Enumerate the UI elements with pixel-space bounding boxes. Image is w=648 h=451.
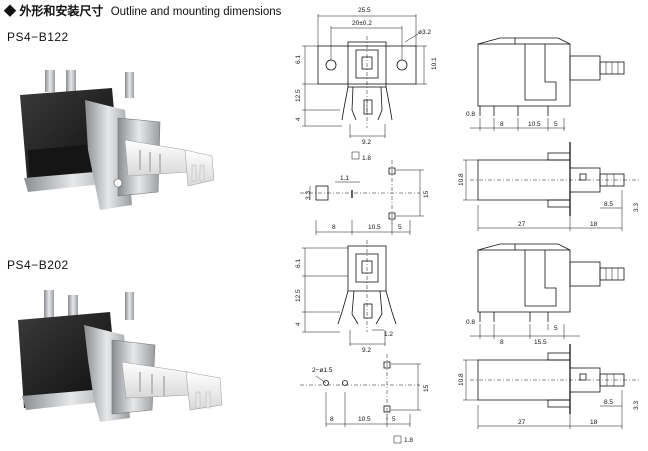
side-view-1: 0.8 8 10.5 5 [466, 37, 625, 131]
top2-dim-b: 3.3 [633, 401, 640, 410]
side2-dim-a: 0.8 [466, 319, 475, 326]
side1-dim-a: 0.8 [466, 111, 475, 118]
dim-hole-dia: ø3.2 [418, 29, 431, 36]
pcb1-dim-sq: 1.8 [362, 155, 371, 162]
dim-bottom: 9.2 [362, 139, 371, 146]
front-view-2: 6.1 12.5 4 1.2 9.2 [295, 240, 397, 354]
pcb1-dim-b: 8 [332, 224, 336, 231]
front2-dim-h2: 12.5 [295, 289, 302, 302]
pcb2-dim-b: 8 [330, 416, 334, 423]
pcb1-dim-d: 5 [398, 224, 402, 231]
front2-dim-h1: 6.1 [295, 259, 302, 268]
diamond-icon: ◆ [4, 4, 17, 18]
side1-dim-c: 10.5 [528, 121, 541, 128]
dim-h4: 4 [295, 117, 302, 121]
dim-hole-pitch: 20±0.2 [352, 20, 372, 27]
pcb2-dim-h: 15 [423, 384, 430, 392]
top1-dim-b: 3.3 [633, 203, 640, 212]
side2-dim-c: 15.5 [534, 339, 547, 346]
switch-photo-1 [20, 70, 215, 210]
dim-h3: 12.5 [295, 89, 302, 102]
pcb-layout-1: 1.8 1.1 3.3 15 8 10.5 5 [300, 151, 430, 235]
front2-dim-h3: 4 [295, 322, 302, 326]
top2-dim-l2: 18 [590, 419, 598, 426]
pcb1-dim-h: 15 [423, 190, 430, 198]
front-view-1: 25.5 20±0.2 ø3.2 6.1 10.1 12.5 4 9.2 [295, 7, 438, 146]
front2-dim-bottom: 9.2 [362, 347, 371, 354]
side-view-2: 0.8 8 15.5 5 [466, 243, 625, 346]
title-chinese: 外形和安装尺寸 [19, 4, 104, 18]
top2-dim-a: 8.5 [604, 399, 613, 406]
top-view-1: 10.8 8.5 3.3 27 18 [458, 142, 640, 231]
top1-dim-l1: 27 [518, 221, 526, 228]
side2-dim-b: 8 [500, 339, 504, 346]
pcb2-dim-c: 10.5 [358, 416, 371, 423]
side1-dim-d: 5 [554, 121, 558, 128]
top1-dim-a: 8.5 [604, 201, 613, 208]
pcb1-dim-v: 3.3 [305, 191, 312, 200]
switch-photo-2 [18, 290, 223, 422]
pcb2-dim-hole: 2−ø1.5 [312, 367, 333, 374]
top1-dim-l2: 18 [590, 221, 598, 228]
pcb1-dim-a: 1.1 [340, 175, 349, 182]
section-header: ◆ 外形和安装尺寸 Outline and mounting dimension… [4, 2, 281, 19]
top2-dim-h: 10.8 [458, 373, 465, 386]
top1-dim-h: 10.8 [458, 173, 465, 186]
top-view-2: 10.8 8.5 3.3 27 18 [458, 344, 640, 429]
pcb1-dim-c: 10.5 [368, 224, 381, 231]
side1-dim-b: 8 [500, 121, 504, 128]
front2-dim-a: 1.2 [384, 331, 393, 338]
pcb2-dim-sq: 1.8 [404, 437, 413, 444]
model-label-2: PS4−B202 [7, 258, 69, 272]
title-english: Outline and mounting dimensions [110, 6, 282, 18]
dim-h1: 6.1 [295, 55, 302, 64]
dim-width: 25.5 [358, 7, 371, 14]
pcb-layout-2: 2−ø1.5 15 8 10.5 5 1.8 [300, 354, 430, 444]
dim-h2: 10.1 [431, 57, 438, 70]
top2-dim-l1: 27 [518, 419, 526, 426]
model-label-1: PS4−B122 [7, 30, 69, 44]
pcb2-dim-d: 5 [392, 416, 396, 423]
side2-dim-d: 5 [554, 325, 558, 332]
